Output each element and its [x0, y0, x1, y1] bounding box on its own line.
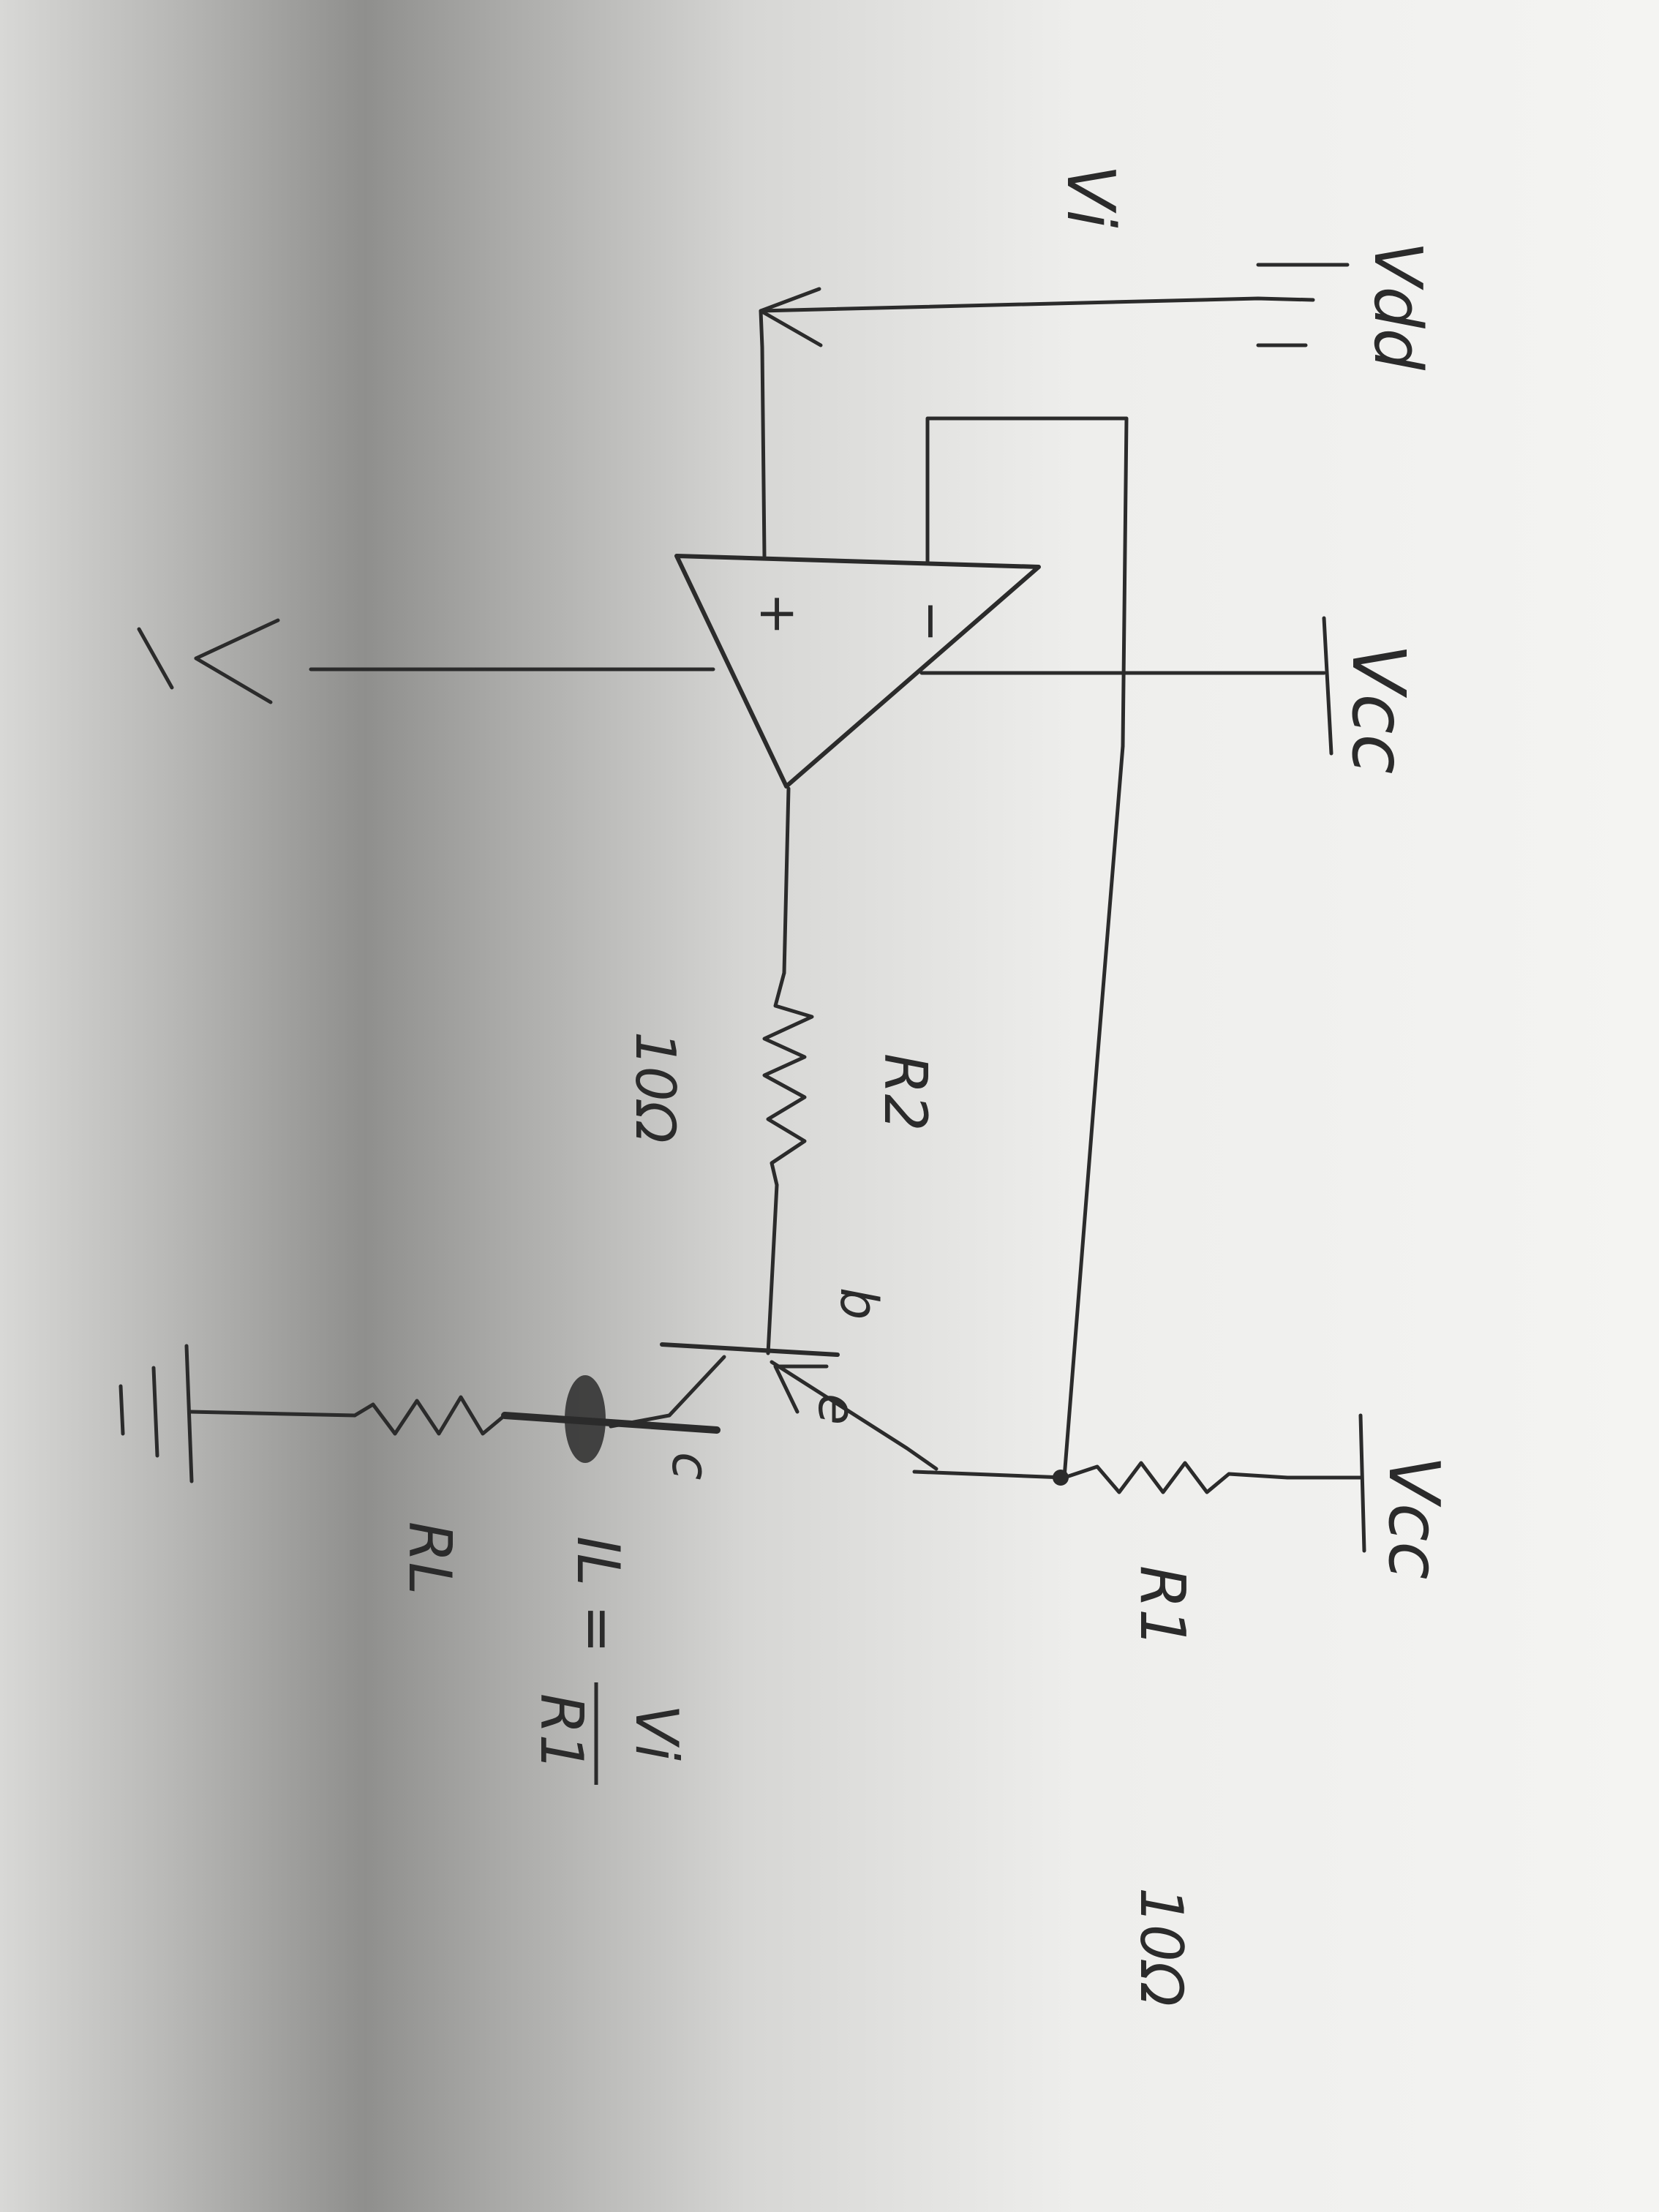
- label-rl: RL: [396, 1521, 464, 1595]
- svg-text:Vcc: Vcc: [1336, 644, 1421, 774]
- ground-symbol-left: [137, 618, 280, 704]
- label-emitter: e: [807, 1393, 867, 1425]
- transistor-emitter-arrow: [773, 1364, 829, 1414]
- potentiometer-wiper-arrow: [759, 287, 823, 347]
- label-base: b: [829, 1287, 889, 1320]
- svg-text:Vi: Vi: [1052, 165, 1129, 228]
- svg-text:R1: R1: [1126, 1565, 1198, 1648]
- svg-text:e: e: [807, 1393, 867, 1425]
- ground-symbol-bottom: [118, 1344, 194, 1483]
- r1-vcc-symbol: [1358, 1413, 1366, 1553]
- label-opamp-plus: +: [748, 592, 808, 636]
- svg-text:Vcc: Vcc: [1373, 1456, 1453, 1579]
- svg-text:10Ω: 10Ω: [623, 1031, 688, 1143]
- feedback-wire: [912, 744, 1125, 1480]
- svg-text:R2: R2: [871, 1053, 939, 1131]
- equation-il: IL = Vi R1: [527, 1536, 691, 1785]
- opamp-triangle: [674, 554, 1041, 789]
- label-r2: R2: [871, 1053, 939, 1131]
- label-vdd: Vdd: [1359, 241, 1436, 371]
- rl-ground-wire: [188, 1410, 357, 1418]
- opamp-vcc-symbol: [1322, 616, 1333, 756]
- svg-text:Vdd: Vdd: [1359, 241, 1436, 371]
- svg-text:RL: RL: [396, 1521, 464, 1595]
- equation-lhs: IL =: [564, 1536, 632, 1654]
- svg-text:+: +: [748, 592, 808, 636]
- label-vi: Vi: [1052, 165, 1129, 228]
- r2-resistor: [762, 971, 814, 1187]
- label-r1-value: 10Ω: [1127, 1887, 1195, 2006]
- r1-resistor: [1062, 1461, 1290, 1494]
- feedback-node-dot: [1053, 1470, 1069, 1486]
- label-r1: R1: [1126, 1565, 1198, 1648]
- transistor-base-bar: [660, 1342, 840, 1357]
- transistor-emitter-lead: [770, 1360, 938, 1471]
- opamp-output-wire: [782, 786, 791, 975]
- label-opamp-minus: −: [902, 600, 962, 643]
- svg-text:−: −: [902, 600, 962, 643]
- svg-text:c: c: [661, 1452, 721, 1481]
- label-r2-value: 10Ω: [623, 1031, 688, 1143]
- svg-text:b: b: [829, 1287, 889, 1320]
- label-vcc-opamp: Vcc: [1336, 644, 1421, 774]
- label-vcc-right: Vcc: [1373, 1456, 1453, 1579]
- opamp-inverting-feedback-wire: [925, 416, 1129, 748]
- vdd-supply-symbol: [1256, 263, 1350, 347]
- rl-resistor: [353, 1395, 507, 1436]
- svg-text:10Ω: 10Ω: [1127, 1887, 1195, 2006]
- equation-numerator: Vi: [622, 1704, 691, 1761]
- label-collector: c: [661, 1452, 721, 1481]
- equation-denominator: R1: [527, 1693, 595, 1771]
- r2-to-base-wire: [766, 1183, 779, 1355]
- scribble-strikethrough: [501, 1412, 721, 1434]
